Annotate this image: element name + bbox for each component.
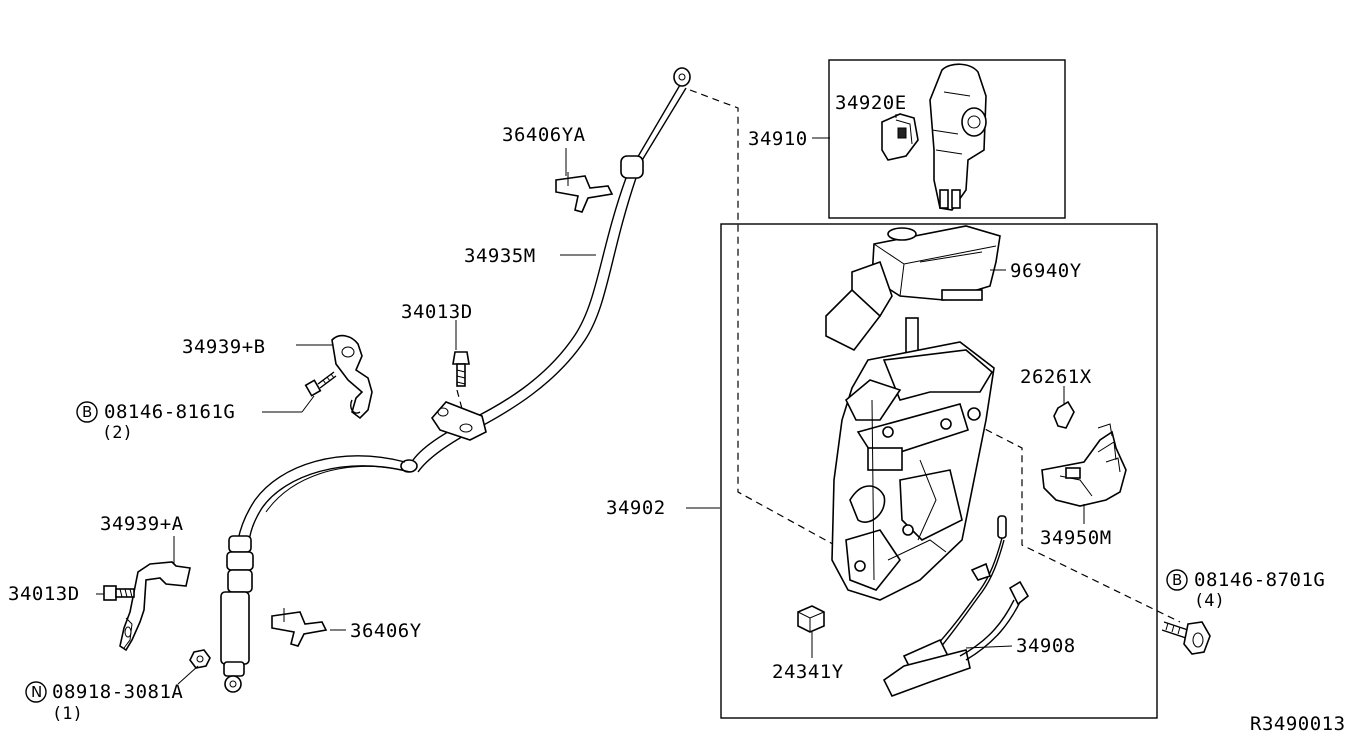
bracket-34939A [119,561,191,652]
bolt-symbol-letter: B [82,403,92,421]
label-34013D-left: 34013D [8,583,80,605]
label-24341Y: 24341Y [772,661,844,683]
cable-bracket-middle [430,401,487,441]
label-34935M: 34935M [464,245,536,267]
bolt-08146-8701G [1161,621,1211,655]
label-08146-8161G: 08146-8161G [104,401,235,423]
bolt-symbol-icon-2 [1166,569,1188,591]
nut-symbol-letter: N [31,683,42,701]
bolt-symbol-icon [76,401,98,423]
box-34910 [828,59,1066,219]
box-34902 [720,223,1158,719]
label-96940Y: 96940Y [1010,260,1082,282]
qty-08918-3081A: (1) [52,704,83,724]
bulb-26261X [1053,400,1075,429]
clip-36406Y [271,608,328,647]
indicator-96940Y [825,225,1001,352]
dashed-leader-cable-end [689,89,841,549]
actuator-34950M [1041,423,1127,507]
dashed-leader-bolt [974,423,1181,623]
label-34902: 34902 [606,497,666,519]
nut-symbol-icon [25,681,47,703]
harness-34908 [882,515,1030,697]
qty-08146-8701G: (4) [1194,591,1225,611]
label-34939A: 34939+A [100,513,184,535]
leader-lines [96,114,1085,685]
bolt-34013D-left [103,585,135,601]
label-08146-8701G: 08146-8701G [1194,569,1325,591]
diagram-id: R3490013 [1250,713,1346,735]
knob-button-34920E [881,113,919,161]
label-34950M: 34950M [1040,527,1112,549]
bolt-34013D-top [452,351,470,387]
clip-36406YA [555,172,614,213]
label-34939B: 34939+B [182,336,266,358]
qty-08146-8161G: (2) [102,423,133,443]
label-34908: 34908 [1016,635,1076,657]
label-36406YA: 36406YA [502,124,586,146]
label-08918-3081A: 08918-3081A [52,681,183,703]
label-26261X: 26261X [1020,366,1092,388]
shift-device-34902 [831,317,995,601]
bracket-34939B [331,334,373,420]
shift-knob-34910 [929,63,987,211]
label-34013D-top: 34013D [401,301,473,323]
bolt-08146-8161G [304,371,337,397]
nut-08918-3081A [189,649,211,669]
bolt-symbol-letter-2: B [1172,571,1182,589]
label-34920E: 34920E [835,92,907,114]
connector-24341Y [797,605,825,633]
label-36406Y: 36406Y [350,620,422,642]
control-cable-34935M [220,67,691,693]
label-34910: 34910 [748,128,808,150]
